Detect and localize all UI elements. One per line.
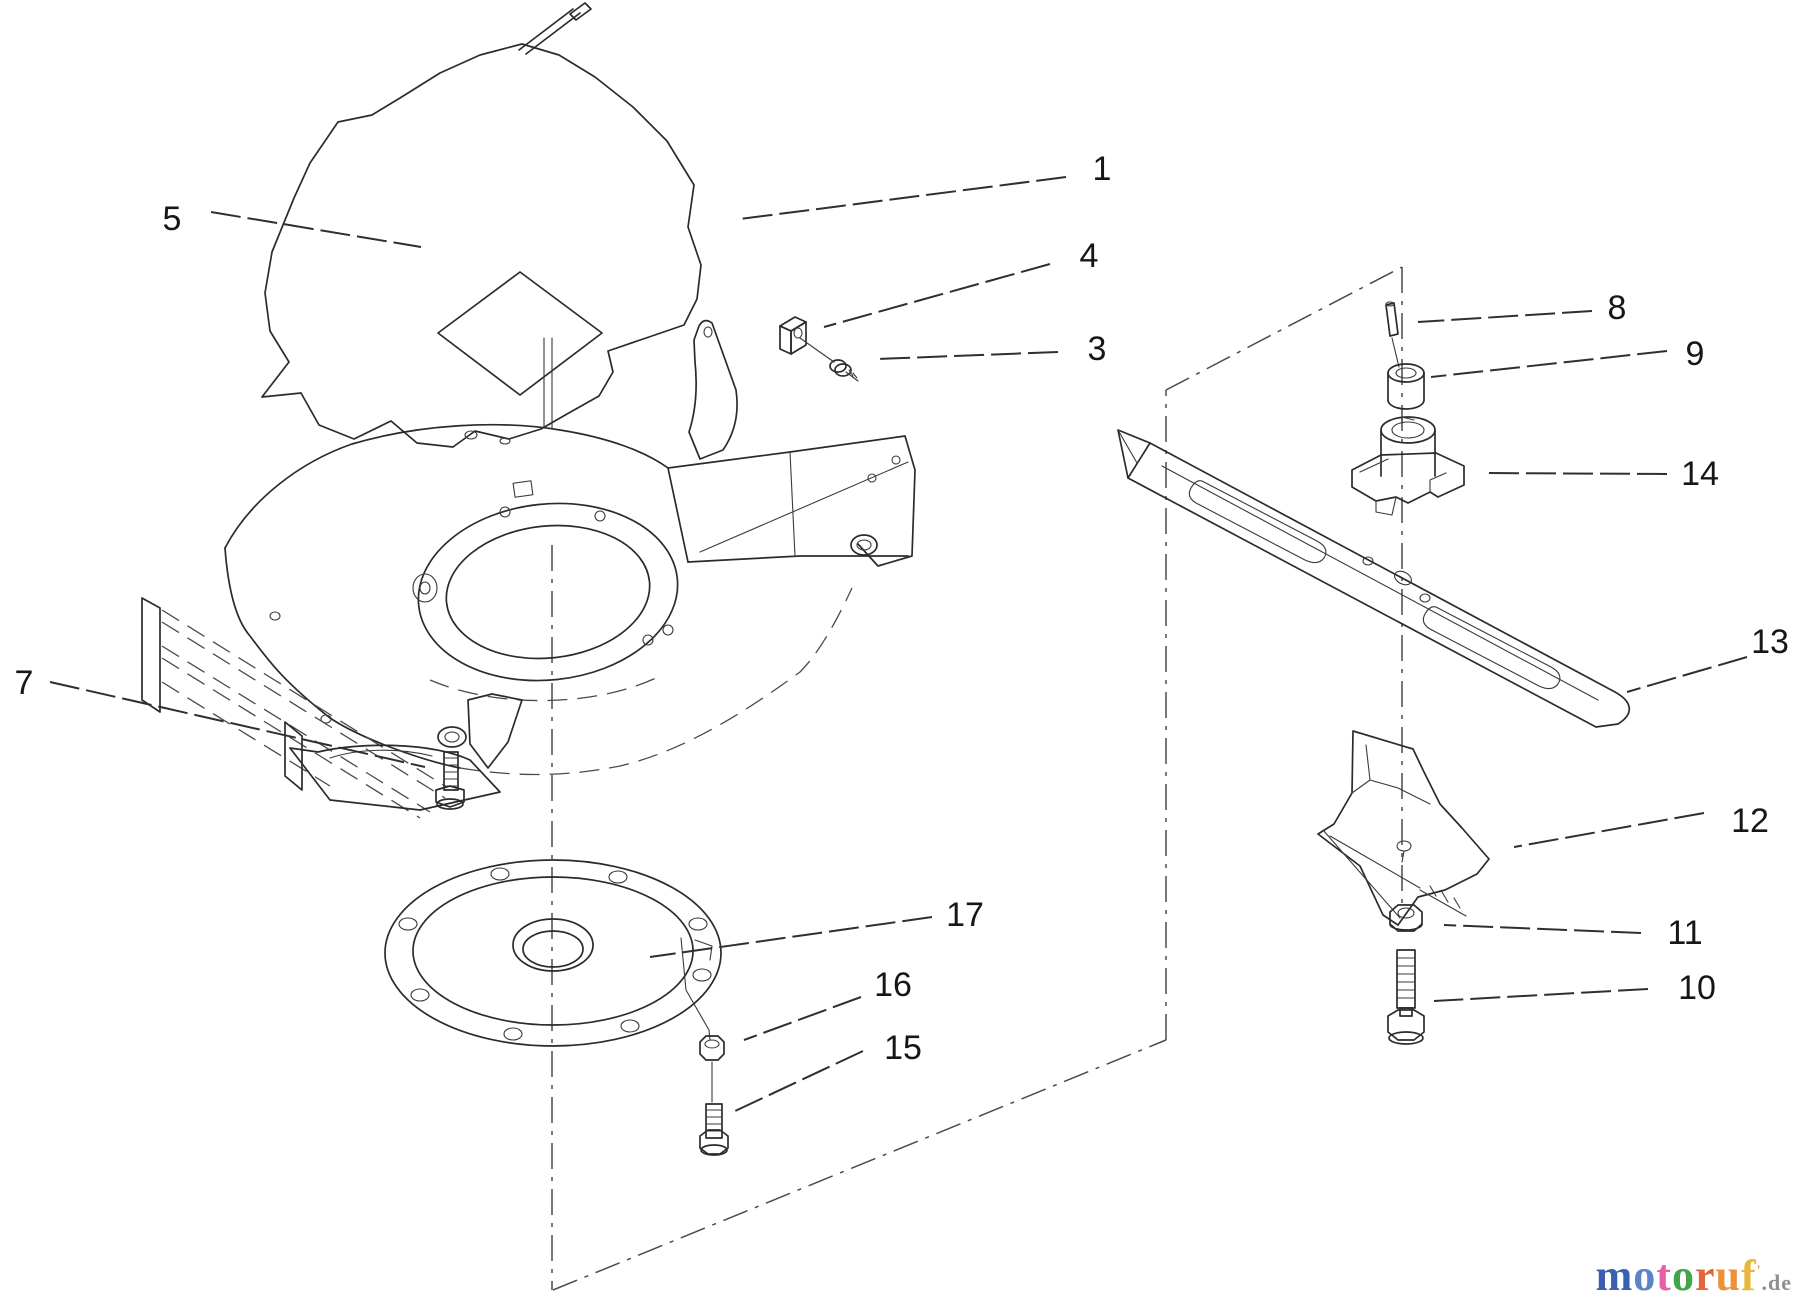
plane-bottom-edge: [552, 1039, 1167, 1291]
blade-adapter: [1351, 416, 1465, 516]
woodruff-key: [1385, 301, 1400, 368]
logo-letter: o: [1633, 1251, 1657, 1300]
logo-domain-suffix: .de: [1761, 1270, 1792, 1295]
plate-rim-tab: [694, 939, 713, 961]
logo-letters: motoruf': [1596, 1251, 1762, 1300]
callout-9: 9: [1686, 335, 1705, 373]
discharge-tunnel: [667, 435, 916, 567]
logo-letter: t: [1656, 1251, 1672, 1300]
blade-slot-left: [1188, 480, 1327, 564]
engine: [261, 2, 738, 460]
dipstick-handle: [518, 2, 592, 55]
engine-mount-ring: [417, 502, 679, 682]
callout-16: 16: [874, 966, 912, 1004]
leader-1: [739, 176, 1067, 220]
engine-mount-bracket: [688, 319, 738, 460]
callout-11: 11: [1667, 914, 1702, 952]
engine-decal: [437, 271, 603, 396]
cable-clip: [779, 316, 835, 363]
callout-5: 5: [163, 200, 182, 238]
callout-3: 3: [1088, 330, 1107, 368]
logo-letter: o: [1671, 1251, 1695, 1300]
mulch-shield: [1317, 730, 1490, 926]
leader-4: [823, 263, 1051, 328]
logo: motoruf'.de: [1596, 1254, 1792, 1298]
ring-tabs: [269, 480, 674, 724]
leader-14: [1481, 472, 1668, 475]
logo-letter: f: [1740, 1251, 1757, 1300]
logo-letter: m: [1595, 1251, 1634, 1300]
callout-10: 10: [1678, 969, 1716, 1007]
leader-5: [210, 211, 422, 248]
callout-1: 1: [1093, 150, 1112, 188]
plate-bolt-holes: [398, 867, 712, 1041]
leader-17: [649, 916, 933, 958]
leader-13: [1626, 656, 1748, 693]
plate-hardware-axis: [680, 937, 713, 1103]
callout-12: 12: [1731, 802, 1769, 840]
leader-10: [1433, 988, 1649, 1002]
leader-11: [1443, 924, 1642, 934]
engine-shaft-lines: [464, 337, 553, 445]
logo-letter: r: [1694, 1251, 1716, 1300]
deck-skirt-hidden: [459, 587, 853, 776]
deck-bolt: [435, 751, 465, 810]
deck-inner-hidden-arc: [429, 675, 661, 702]
deck-housing: [141, 423, 916, 819]
callout-7: 7: [15, 664, 34, 702]
leader-15: [732, 1050, 864, 1113]
callout-17: 17: [946, 896, 984, 934]
plane-top-edge: [1165, 266, 1403, 391]
leader-lines: [49, 176, 1748, 1113]
blade: [1117, 429, 1631, 728]
clip-screw-axis: [799, 337, 835, 363]
blade-slot-right: [1422, 606, 1561, 690]
plate-nut: [699, 1035, 725, 1061]
callout-4: 4: [1080, 237, 1099, 275]
callout-14: 14: [1681, 455, 1719, 493]
plate-bolt: [699, 1103, 729, 1156]
leader-12: [1513, 812, 1705, 848]
construction-lines: [551, 266, 1403, 1291]
logo-trademark: ': [1756, 1263, 1762, 1279]
plate-center-hole: [512, 918, 594, 972]
callout-8: 8: [1608, 289, 1627, 327]
side-rails: [141, 597, 446, 819]
clip-screw: [829, 359, 859, 382]
front-bracket: [284, 693, 523, 811]
logo-letter: u: [1715, 1251, 1741, 1300]
callout-13: 13: [1751, 623, 1789, 661]
leader-3: [876, 351, 1059, 360]
engine-outline: [261, 43, 702, 448]
lock-nut: [1389, 904, 1423, 932]
deck-skirt-front: [224, 547, 461, 769]
leader-9: [1430, 350, 1668, 378]
leader-8: [1417, 310, 1593, 323]
leader-16: [743, 996, 862, 1041]
deck-top-outline: [224, 423, 669, 549]
callout-15: 15: [884, 1029, 922, 1067]
spacer: [1387, 363, 1425, 410]
callout-numbers: 1 5 4 3 7 8 9 14 13 12 11 10 17 16 15: [15, 150, 1789, 1067]
leader-7: [49, 681, 426, 768]
blade-bolt: [1387, 949, 1425, 1045]
cover-plate: [384, 859, 722, 1047]
